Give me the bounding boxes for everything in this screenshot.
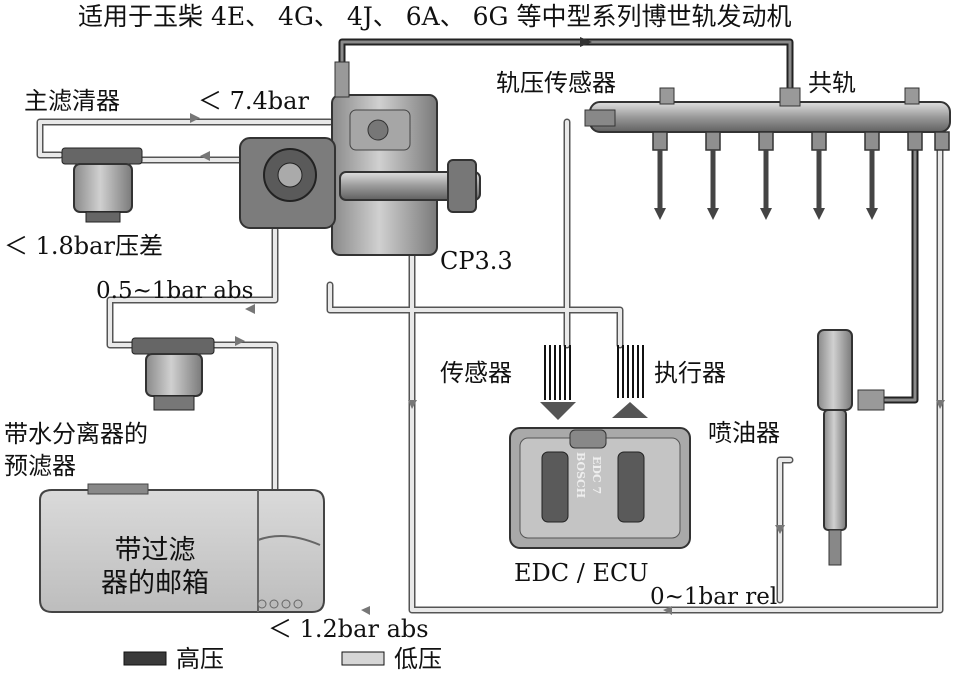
high-pressure-lines <box>338 37 919 404</box>
prefilter <box>131 337 215 411</box>
legend-low-swatch <box>341 651 385 666</box>
sensors-label: 传感器 <box>440 359 512 387</box>
injector <box>817 329 885 566</box>
legend-high-swatch <box>123 651 167 666</box>
rel-pressure-label: 0~1bar rel <box>650 584 778 610</box>
low-pressure-lines <box>36 113 945 615</box>
fuel-tank <box>39 483 325 613</box>
ecu-unit <box>509 427 691 549</box>
legend-high-label: 高压 <box>176 645 224 673</box>
tank-label: 带过滤 器的邮箱 <box>101 535 209 599</box>
pressure-diff-label: ＜ 1.8bar压差 <box>4 232 163 260</box>
ecu-brand-label: BOSCH <box>574 452 587 499</box>
main-filter <box>61 147 143 223</box>
diagram-title: 适用于玉柴 4E、 4G、 4J、 6A、 6G 等中型系列博世轨发动机 <box>78 2 792 31</box>
pressure-abs-label: 0.5~1bar abs <box>96 278 254 304</box>
actuator-arrow <box>612 402 648 418</box>
pump-label: CP3.3 <box>440 247 513 275</box>
rail-sensor-label: 轨压传感器 <box>496 69 616 97</box>
common-rail-label: 共轨 <box>808 69 856 97</box>
high-pressure-pump <box>239 61 481 256</box>
ecu-model-label: EDC 7 <box>590 456 603 495</box>
common-rail <box>584 87 951 220</box>
injector-label: 喷油器 <box>708 419 780 447</box>
sensor-arrow <box>540 402 576 420</box>
return-pressure-label: ＜ 1.2bar abs <box>268 615 429 643</box>
prefilter-label: 带水分离器的 预滤器 <box>4 420 148 480</box>
legend-low-label: 低压 <box>394 645 442 673</box>
actuators-label: 执行器 <box>654 359 726 387</box>
main-filter-label: 主滤清器 <box>24 87 120 115</box>
pressure-7-4-label: ＜ 7.4bar <box>198 87 309 115</box>
ecu-label: EDC / ECU <box>514 559 649 587</box>
signal-lines <box>544 345 644 400</box>
